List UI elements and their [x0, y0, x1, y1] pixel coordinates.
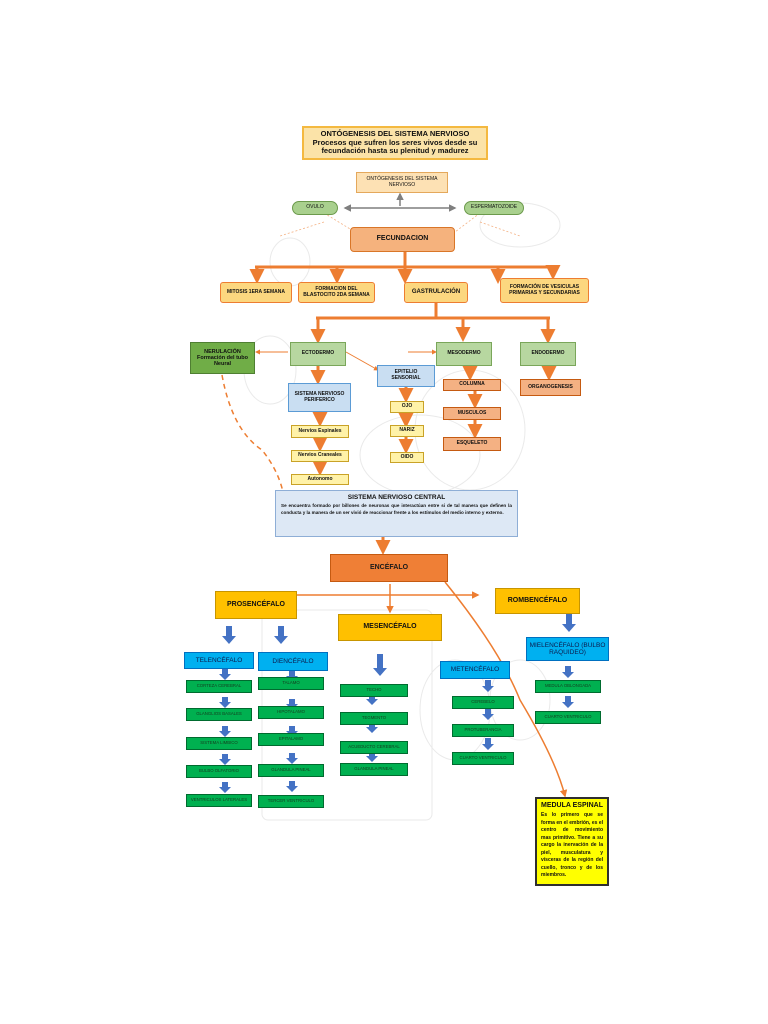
epitelio-item-ojo: OJO	[390, 401, 424, 413]
telencefalo-node: TELENCÉFALO	[184, 652, 254, 669]
prosencefalo-node: PROSENCÉFALO	[215, 591, 297, 619]
telencefalo-item-4: BULBO OLFATORIO	[186, 765, 252, 778]
mesencefalo-item-1: TECHO	[340, 684, 408, 697]
diencefalo-node: DIENCÉFALO	[258, 652, 328, 671]
blastocito-node: FORMACION DEL BLASTOCITO 2DA SEMANA	[298, 282, 375, 303]
vesiculas-node: FORMACIÓN DE VESICULAS PRIMARIAS Y SECUN…	[500, 278, 589, 303]
meso-item-columna: COLUMNA	[443, 379, 501, 391]
meso-item-musculos: MUSCULOS	[443, 407, 501, 420]
diencefalo-item-4: GLANDULA PINEAL	[258, 764, 324, 777]
dashed-guides	[279, 212, 521, 237]
gastrulacion-node: GASTRULACIÓN	[404, 282, 468, 303]
snc-title: SISTEMA NERVIOSO CENTRAL	[347, 494, 446, 501]
title-line2: Procesos que sufren los seres vivos desd…	[312, 137, 478, 156]
metencefalo-item-3: CUARTO VENTRICULO	[452, 752, 514, 765]
mesencefalo-item-2: TEGMENTO	[340, 712, 408, 725]
metencefalo-item-2: PROTUBERANCIA	[452, 724, 514, 737]
snc-description: Se encuentra formado por billones de neu…	[281, 503, 512, 515]
mesencefalo-node: MESENCÉFALO	[338, 614, 442, 641]
snp-item-1: Nervios Espinales	[291, 425, 349, 438]
neurulacion-node: NERULACIÓN Formación del tubo Neural	[190, 342, 255, 374]
ontogenesis-box: ONTÓGENESIS DEL SISTEMA NERVIOSO	[356, 172, 448, 193]
diencefalo-item-5: TERCER VENTRICULO	[258, 795, 324, 808]
diencefalo-item-3: EPITALAMO	[258, 733, 324, 746]
metencefalo-item-1: CEREBELO	[452, 696, 514, 709]
medula-description: Es lo primero que se forma en el embrión…	[541, 812, 603, 879]
thin-orange-links	[255, 349, 568, 798]
mesencefalo-item-4: GLANDULA PINEAL	[340, 763, 408, 776]
snc-panel: SISTEMA NERVIOSO CENTRAL Se encuentra fo…	[275, 490, 518, 537]
metencefalo-node: METENCÉFALO	[440, 661, 510, 679]
telencefalo-item-2: GLANGLIOS BASALES	[186, 708, 252, 721]
telencefalo-item-3: SISTEMA LIMBICO	[186, 737, 252, 750]
epitelio-item-nariz: NARIZ	[390, 425, 424, 437]
espermatozoide-node: ESPERMATOZOIDE	[464, 201, 524, 215]
medula-title: MEDULA ESPINAL	[541, 802, 603, 809]
ectodermo-node: ECTODERMO	[290, 342, 346, 366]
rombencefalo-node: ROMBENCÉFALO	[495, 588, 580, 614]
mielencefalo-node: MIELENCÉFALO (BULBO RAQUIDEO)	[526, 637, 609, 661]
telencefalo-item-1: CORTEZA CEREBRAL	[186, 680, 252, 693]
mesodermo-node: MESODERMO	[436, 342, 492, 366]
meso-item-esqueleto: ESQUELETO	[443, 437, 501, 451]
encefalo-node: ENCÉFALO	[330, 554, 448, 582]
epitelio-item-oido: OIDO	[390, 452, 424, 463]
mitosis-node: MITOSIS 1ERA SEMANA	[220, 282, 292, 303]
mielencefalo-item-2: CUARTO VENTRICULO	[535, 711, 601, 724]
organogenesis-node: ORGANOGENESIS	[520, 379, 581, 396]
diencefalo-item-2: HIPOTALAMO	[258, 706, 324, 719]
dashed-neural-link	[221, 374, 284, 493]
mesencefalo-item-3: ACUEDUCTO CEREBRAL	[340, 741, 408, 754]
dark-arrows-top	[343, 192, 457, 212]
epitelio-node: EPITELIO SENSORIAL	[377, 365, 435, 387]
orange-connectors	[249, 252, 561, 614]
snp-item-2: Nervios Craneales	[291, 450, 349, 462]
telencefalo-item-5: VENTRICULOS LATERALES	[186, 794, 252, 807]
endodermo-node: ENDODERMO	[520, 342, 576, 366]
medula-espinal-box: MEDULA ESPINAL Es lo primero que se form…	[535, 797, 609, 886]
fecundacion-node: FECUNDACION	[350, 227, 455, 252]
main-title: ONTÓGENESIS DEL SISTEMA NERVIOSO Proceso…	[302, 126, 488, 160]
title-line1: ONTÓGENESIS DEL SISTEMA NERVIOSO	[320, 129, 470, 139]
mielencefalo-item-1: MEDULA OBLONGADA	[535, 680, 601, 693]
ovulo-node: OVULO	[292, 201, 338, 215]
diencefalo-item-1: TALAMO	[258, 677, 324, 690]
snp-node: SISTEMA NERVIOSO PERIFERICO	[288, 383, 351, 412]
snp-item-3: Autonomo	[291, 474, 349, 485]
